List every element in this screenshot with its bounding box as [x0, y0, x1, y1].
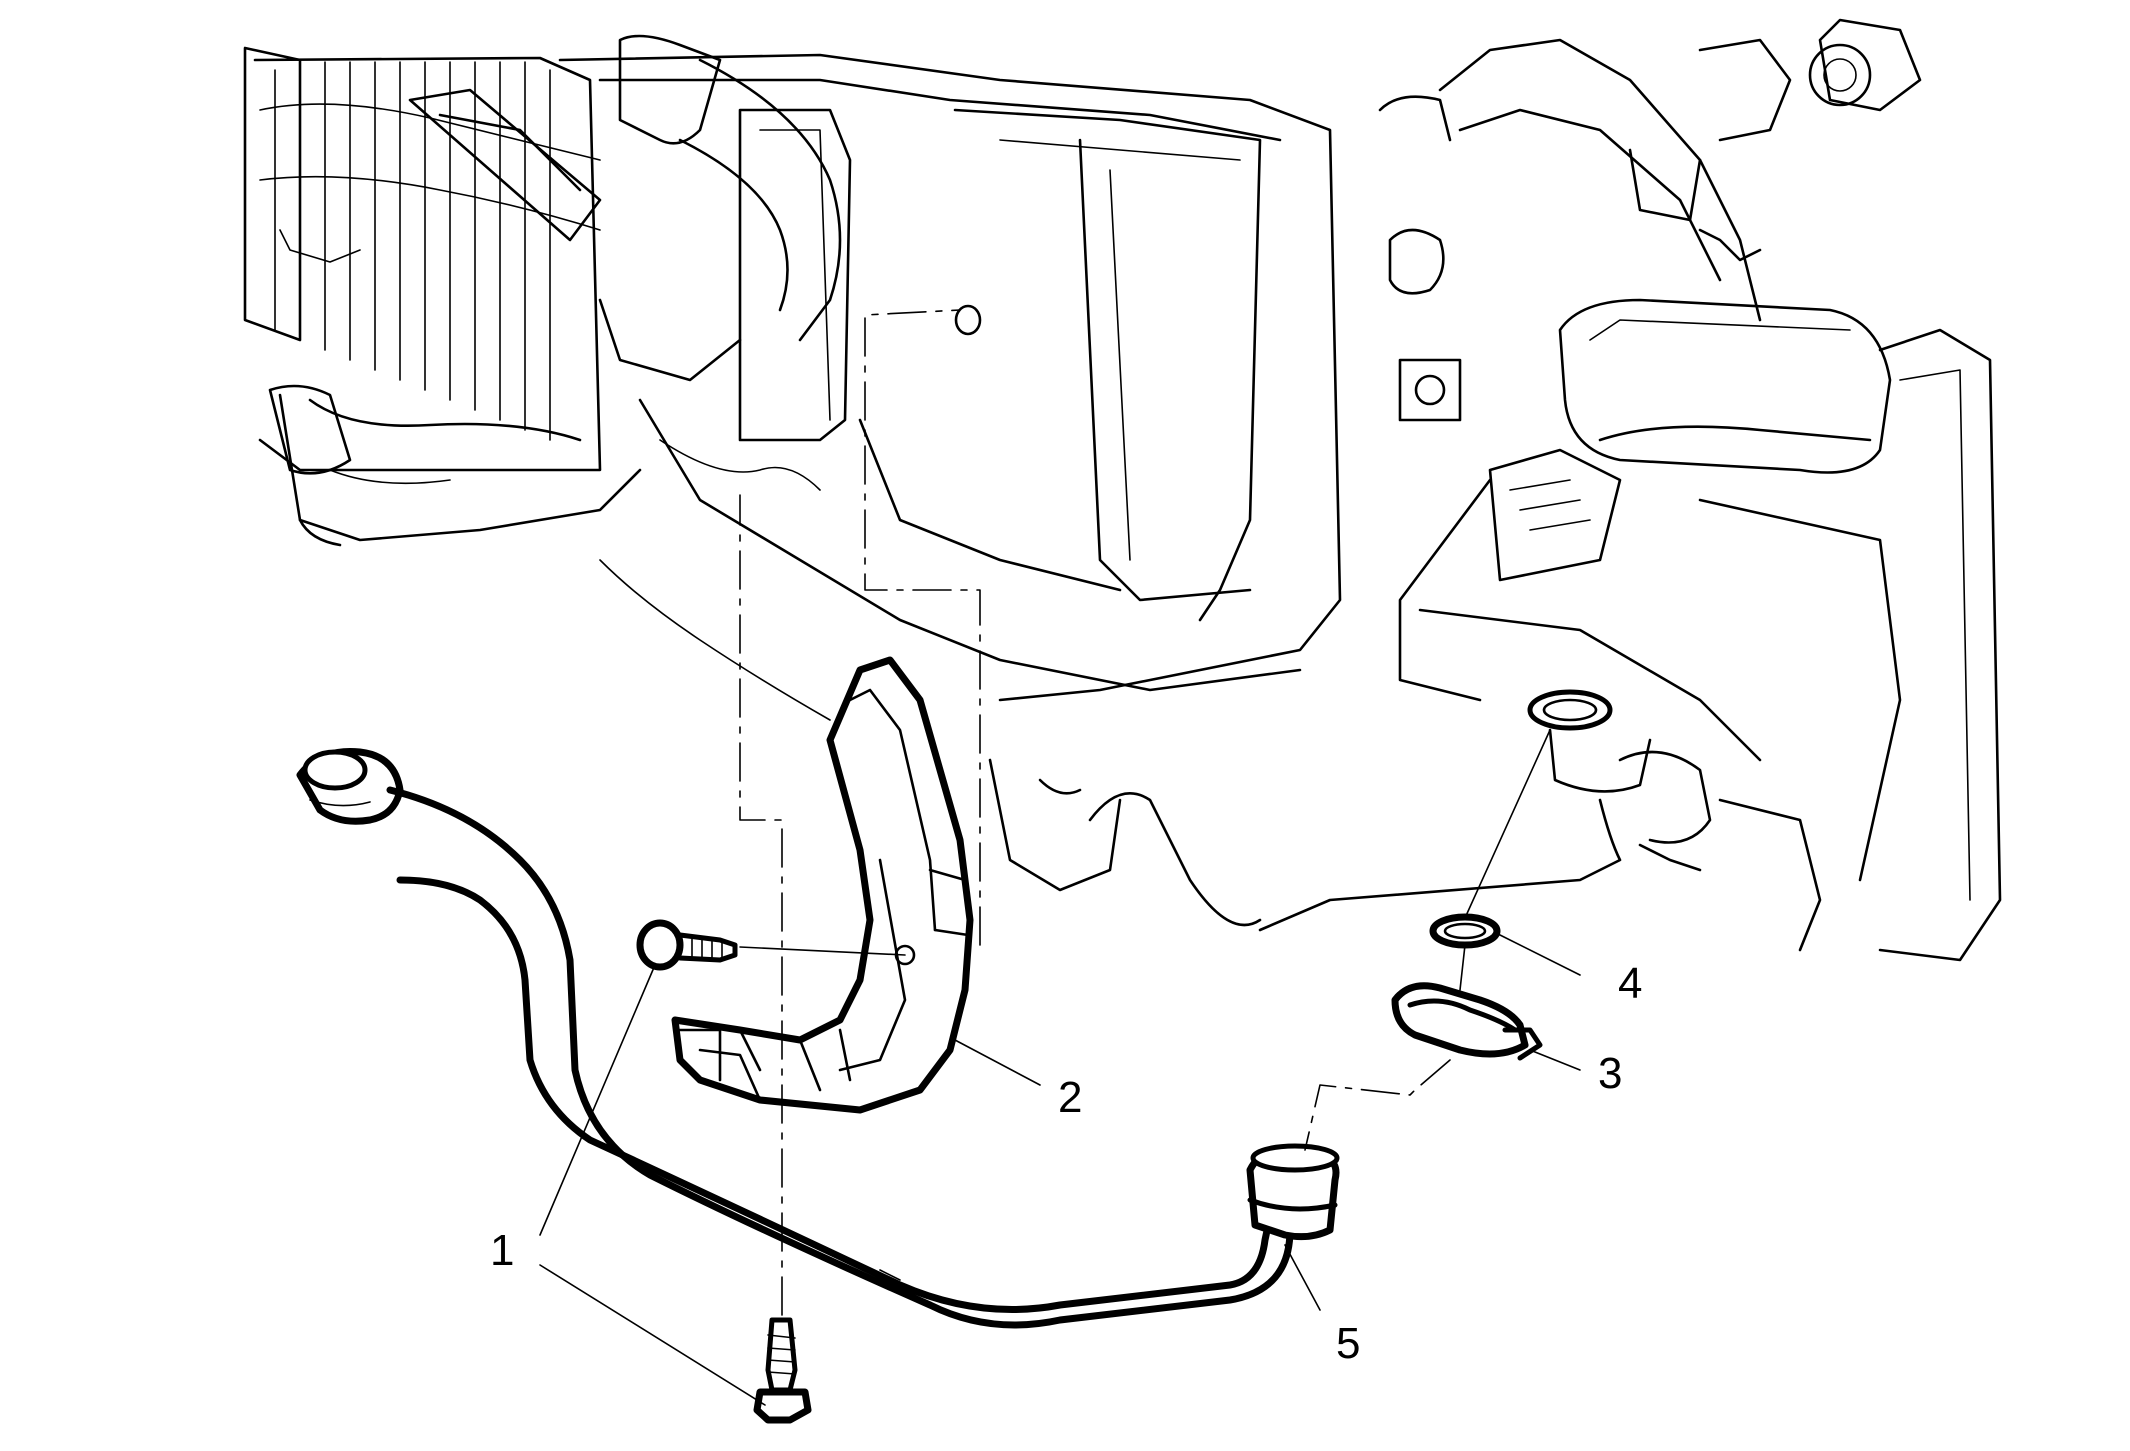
heater-pipe-part-5 — [296, 747, 1340, 1329]
hvac-module-assembly — [243, 18, 2002, 962]
clamp-part-3 — [1391, 982, 1543, 1061]
center-housing — [558, 53, 1342, 927]
right-module — [1378, 18, 2002, 962]
callout-4: 4 — [1618, 959, 1642, 1008]
pipe-bracket-part-2 — [671, 656, 974, 1114]
callout-3: 3 — [1598, 1049, 1622, 1098]
blower-housing — [243, 46, 602, 475]
callout-1: 1 — [490, 1226, 514, 1275]
bolt-part-1-upper — [636, 919, 738, 971]
leader-3 — [1529, 1049, 1581, 1071]
seal-part-4 — [1429, 913, 1501, 949]
heater-core-outlet — [1258, 689, 1712, 932]
lower-duct-base — [278, 393, 642, 547]
callout-5: 5 — [1336, 1319, 1360, 1368]
callout-2: 2 — [1058, 1073, 1082, 1122]
leader-2 — [954, 1039, 1041, 1086]
callouts: 1 2 3 4 5 — [490, 959, 1642, 1368]
leader-1-upper — [539, 964, 656, 1236]
leader-4 — [1497, 933, 1581, 976]
leader-1-lower — [539, 1264, 766, 1406]
bolt-part-1-lower — [753, 1317, 812, 1424]
center-duct-tube — [598, 34, 842, 721]
alignment-lines — [739, 304, 1551, 1316]
leader-lines — [539, 933, 1581, 1406]
leader-5 — [1284, 1244, 1321, 1311]
